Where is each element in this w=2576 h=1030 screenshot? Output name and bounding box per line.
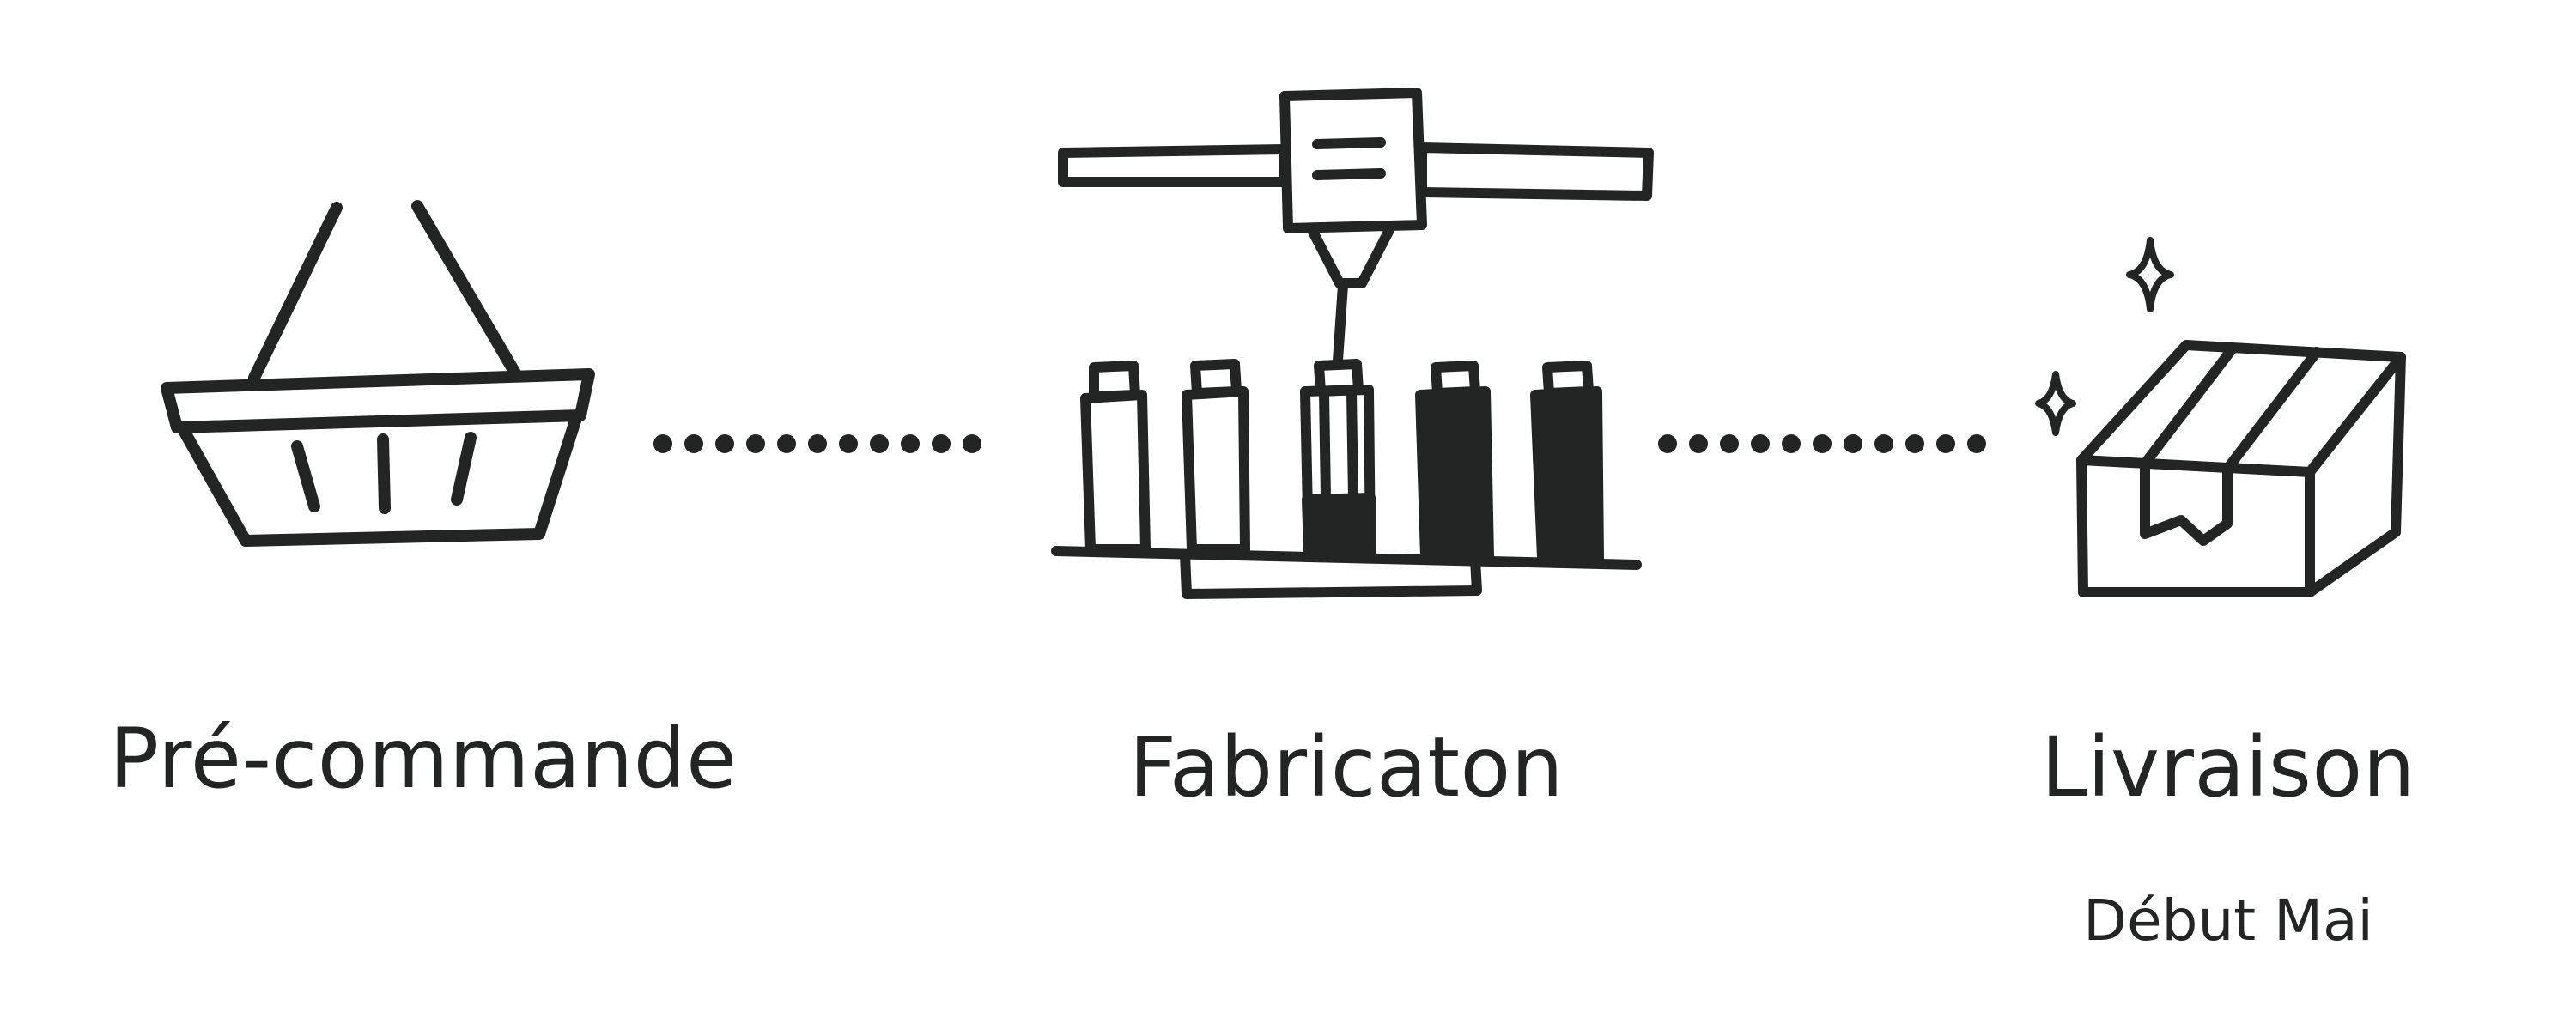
sparkle-icon-small [2035,371,2076,436]
step-label-precommande: Pré-commande [109,711,738,807]
step-label-livraison: Livraison [2040,719,2416,815]
connector-dots-2 [1658,434,1986,453]
factory-icon [1051,88,1654,599]
package-icon [2076,340,2406,597]
connector-dots-1 [653,434,981,453]
sparkle-icon [2126,237,2174,312]
step-label-fabrication: Fabricaton [1128,719,1564,815]
basket-icon [161,200,595,547]
delivery-date-note: Début Mai [2083,888,2373,954]
